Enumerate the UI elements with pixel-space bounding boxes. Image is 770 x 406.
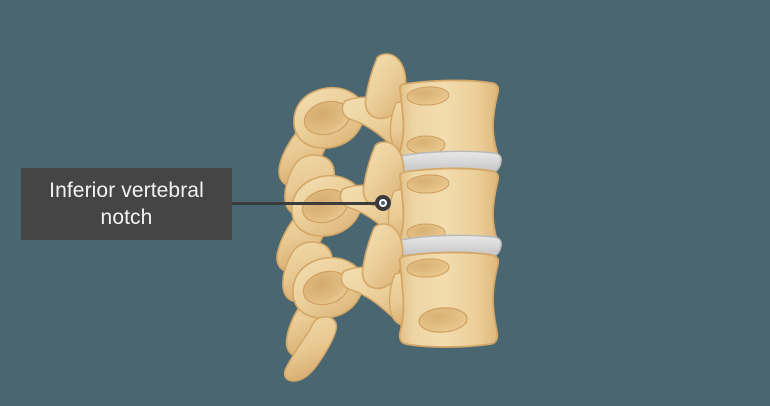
body-dimple-top (406, 86, 450, 106)
callout-marker-icon[interactable] (375, 195, 391, 211)
vertebra-top (278, 53, 500, 188)
vertebra-bottom (282, 223, 500, 382)
body-dimple-bottom (406, 258, 450, 278)
marker-center-dot (381, 201, 385, 205)
body-dimple-middle (406, 174, 450, 194)
callout-label-box[interactable]: Inferior vertebral notch (21, 168, 232, 240)
callout-label-text: Inferior vertebral notch (49, 179, 204, 229)
inferior-articular-process-bottom (283, 316, 338, 382)
body-dimple-bottom-inferior (418, 307, 468, 333)
callout-leader-line (232, 202, 380, 205)
